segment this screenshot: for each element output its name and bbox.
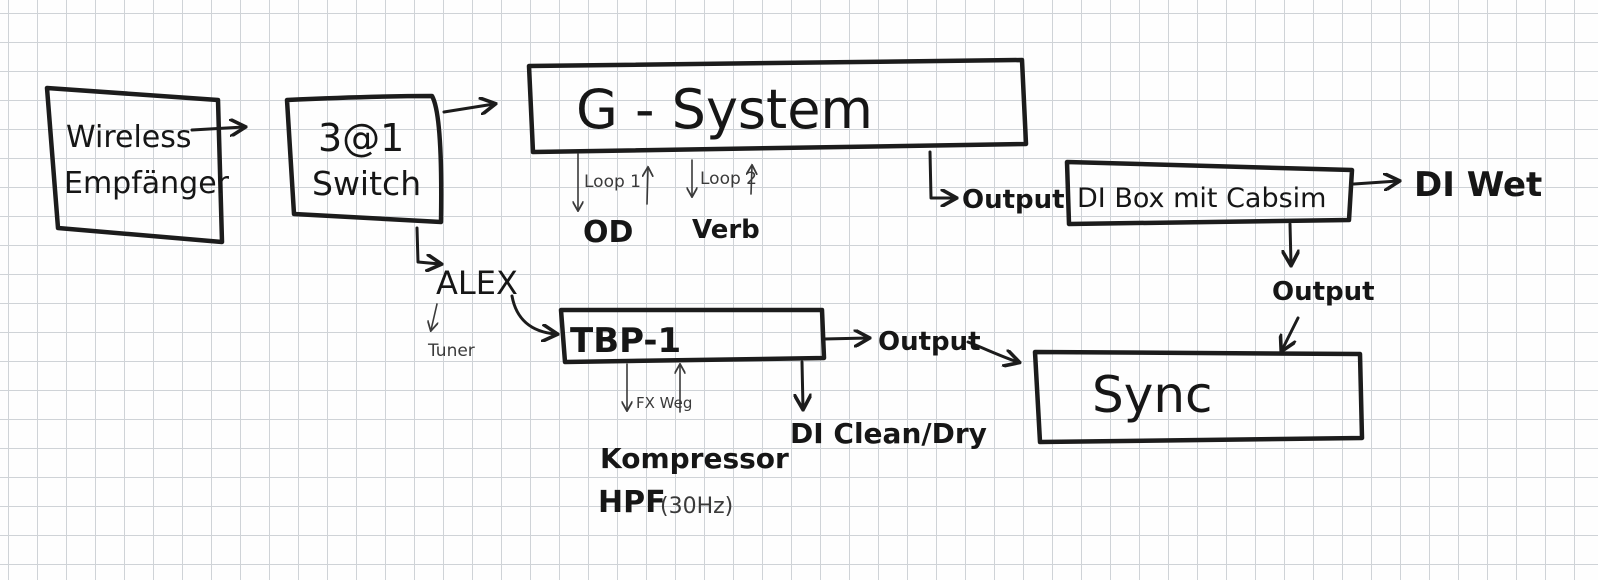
arrow-di-box-down — [1290, 222, 1291, 264]
tbp-output-label: Output — [878, 327, 981, 357]
arrow-tbp-to-output — [822, 338, 868, 339]
alex-label: ALEX — [436, 264, 518, 302]
switch-label-line2: Switch — [312, 164, 421, 203]
arrow-switch-to-g-system — [442, 104, 494, 112]
di-box-label: DI Box mit Cabsim — [1077, 183, 1327, 214]
arrow-wireless-to-switch — [190, 127, 244, 130]
sync-box — [1032, 349, 1365, 445]
loop1-return-arrow — [647, 168, 648, 205]
di-wet-label: DI Wet — [1414, 165, 1542, 205]
hpf-frequency-label: (30Hz) — [660, 494, 733, 519]
loop2-label: Loop 2 — [700, 169, 757, 189]
od-label: OD — [583, 215, 633, 250]
switch-box — [284, 93, 444, 225]
compressor-label: Kompressor — [600, 442, 789, 475]
switch-label-line1: 3@1 — [318, 116, 404, 160]
arrow-di-box-to-di-wet — [1352, 181, 1398, 184]
arrow-alex-to-tbp — [510, 294, 556, 334]
loop1-label: Loop 1 — [584, 172, 641, 192]
tbp-box — [558, 307, 827, 365]
arrow-output-to-sync — [1282, 316, 1300, 350]
tuner-arrow — [431, 303, 437, 330]
g-system-label: G - System — [576, 78, 873, 141]
di-clean-dry-label: DI Clean/Dry — [790, 417, 987, 450]
arrow-switch-to-alex — [415, 226, 440, 264]
wireless-label-line2: Empfänger — [64, 166, 230, 201]
arrow-g-system-to-output — [928, 150, 955, 198]
g-system-output-label: Output — [962, 185, 1065, 215]
g-system-box — [526, 57, 1029, 155]
fx-weg-label: FX Weg — [636, 394, 692, 412]
tbp-label: TBP-1 — [570, 321, 681, 361]
hpf-label: HPF — [598, 485, 666, 520]
wireless-receiver-box — [44, 85, 225, 245]
sync-label: Sync — [1092, 366, 1213, 424]
arrow-output-to-sync-from-tbp — [966, 340, 1018, 362]
verb-label: Verb — [692, 215, 760, 245]
di-box — [1064, 159, 1355, 227]
di-box-output-label: Output — [1272, 277, 1375, 307]
wireless-label-line1: Wireless — [66, 120, 192, 155]
loop2-return-arrow — [751, 166, 752, 195]
tuner-label: Tuner — [427, 341, 475, 361]
arrow-tbp-to-di-clean — [802, 360, 803, 408]
